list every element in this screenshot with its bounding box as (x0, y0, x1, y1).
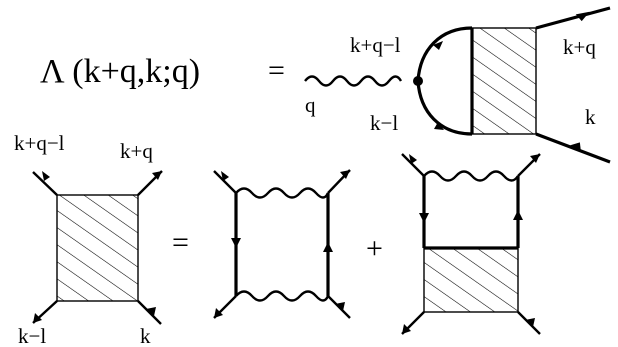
top-right-momentum-label: k+q (120, 139, 153, 163)
lower-loop-arrow (434, 122, 444, 130)
lhs-arrow-bottom-right (146, 307, 156, 316)
rhs2-arrow-bl (402, 324, 411, 334)
outgoing-fermion-top (535, 6, 611, 30)
vertex-function-label: Λ (k+q,k;q) (40, 53, 200, 90)
rhs1-arrow-tr (340, 170, 350, 179)
plus-sign: + (366, 232, 383, 265)
lhs-leg-bottom-right (137, 300, 162, 325)
rhs2-arrow-tl (409, 154, 417, 164)
rhs1-right-arrow (323, 242, 333, 252)
lower-internal-fermion-line (416, 80, 473, 136)
lhs-arrow-bottom-left (33, 313, 42, 323)
outgoing-top-arrow (575, 11, 590, 22)
incoming-fermion-bottom (535, 132, 611, 164)
rhs2-arrow-tr (530, 154, 540, 163)
rhs1-bottom-wavy (235, 290, 330, 302)
rhs1-arrow-bl (214, 308, 223, 318)
equals-sign-1: = (268, 54, 285, 87)
lhs-arrow-top-left (42, 171, 50, 181)
rhs2-kernel-box (423, 247, 519, 313)
incoming-bottom-arrow (570, 142, 581, 152)
equals-sign-2: = (172, 226, 189, 259)
rhs1-top-wavy (235, 187, 330, 199)
rhs2-arrow-br (525, 318, 535, 327)
rhs2-right-arrow (513, 210, 523, 220)
bottom-right-momentum-label: k (140, 324, 151, 347)
out-top-label: k+q (563, 35, 596, 59)
out-bottom-label: k (585, 105, 596, 129)
rhs2-leg-tl (401, 153, 425, 177)
rhs2-left-arrow (419, 213, 429, 223)
lhs-leg-top-left (32, 171, 58, 196)
top-left-momentum-label: k+q−l (14, 131, 65, 155)
lower-internal-label: k−l (370, 111, 398, 135)
rhs1-left-arrow (231, 238, 241, 248)
upper-internal-label: k+q−l (350, 33, 401, 57)
rhs1-arrow-tl (221, 171, 229, 181)
lhs-kernel-box (56, 194, 139, 302)
upper-internal-fermion-line (416, 26, 473, 82)
bottom-left-momentum-label: k−l (18, 324, 46, 347)
photon-label: q (305, 93, 316, 117)
rhs2-top-wavy (423, 170, 519, 182)
rhs1-leg-tl (213, 170, 237, 194)
upper-loop-arrow (433, 41, 443, 50)
rhs1-arrow-br (335, 302, 345, 311)
four-point-kernel-box (471, 27, 537, 135)
photon-wavy-line (304, 75, 403, 87)
lhs-arrow-top-right (152, 171, 162, 180)
